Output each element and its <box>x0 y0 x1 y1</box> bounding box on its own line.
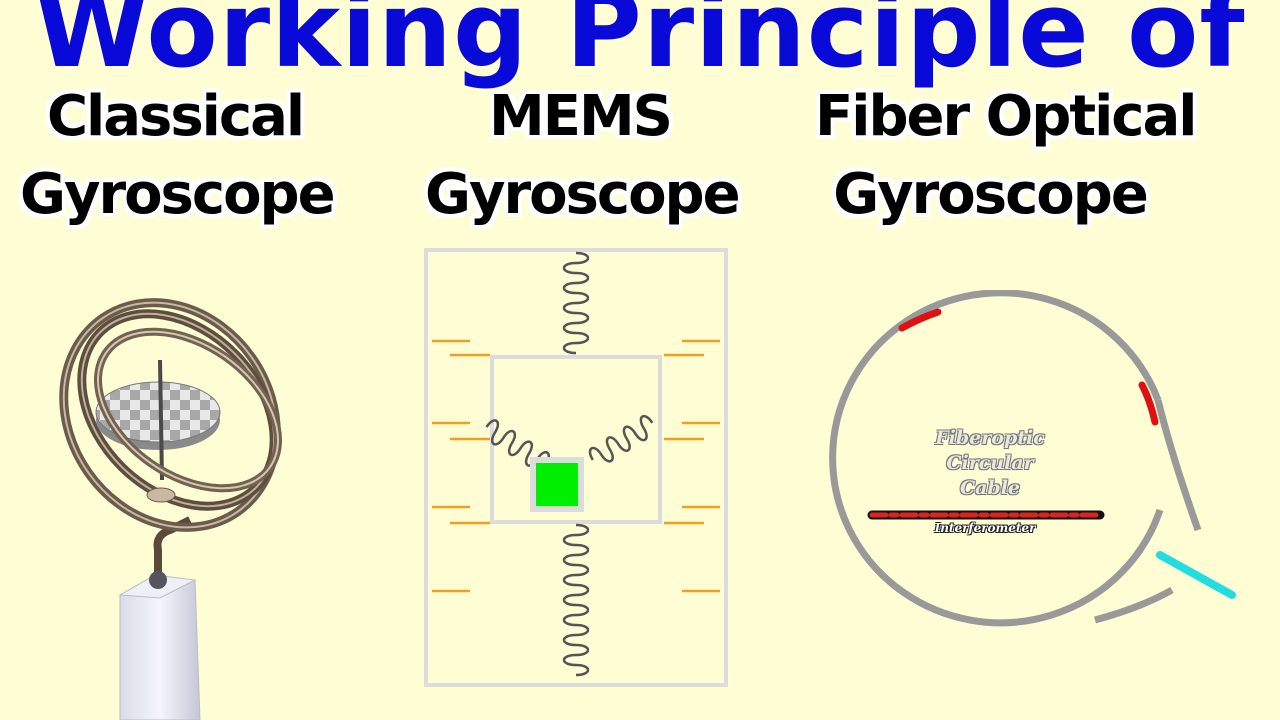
fiber-cable-label: Fiberoptic Circular Cable <box>890 426 1090 501</box>
fiber-marker-right <box>1138 381 1159 426</box>
mems-outer-frame <box>424 248 728 687</box>
classical-title-line2: Gyroscope <box>20 162 336 227</box>
fiber-optical-gyroscope-illustration <box>829 290 1236 627</box>
mems-top-spring <box>562 251 590 355</box>
mems-electrodes <box>432 339 720 593</box>
classical-title-line1: Classical <box>46 84 305 149</box>
classical-gyroscope-title: Classical Gyroscope <box>20 78 336 234</box>
fiber-circular-cable <box>829 290 1164 627</box>
fiber-cable-lead-lower <box>1094 586 1174 624</box>
mems-proof-mass <box>536 463 578 506</box>
interferometer-label: Interferometer <box>934 521 1036 535</box>
fiber-laser-source <box>1156 551 1236 599</box>
fiber-title-line2: Gyroscope <box>833 162 1149 227</box>
main-title: Working Principle of <box>34 0 1246 91</box>
fiber-title-line1: Fiber Optical <box>815 84 1197 149</box>
rotor-axle <box>158 359 164 481</box>
fiber-cable-label-line1: Fiberoptic <box>935 427 1045 449</box>
mems-title-line2: Gyroscope <box>425 162 741 227</box>
fiber-cable-label-line2: Circular <box>946 452 1034 474</box>
mems-title-line1: MEMS <box>488 84 673 149</box>
mems-right-spring <box>588 414 654 463</box>
mems-gyroscope-title: MEMS Gyroscope <box>425 78 741 234</box>
mems-bottom-spring <box>562 523 590 677</box>
fiber-optical-gyroscope-title: Fiber Optical Gyroscope <box>815 78 1197 234</box>
mems-gyroscope-illustration <box>424 248 728 687</box>
stand-pillar <box>119 579 201 720</box>
stand-ball <box>149 571 167 589</box>
classical-gyroscope-illustration <box>59 298 283 720</box>
rotor-base <box>146 487 176 503</box>
fiber-cable-label-line3: Cable <box>959 477 1021 499</box>
fiber-marker-top <box>898 308 942 332</box>
rotor-disc <box>95 381 221 443</box>
fiber-cable-lead-upper <box>1154 399 1202 532</box>
